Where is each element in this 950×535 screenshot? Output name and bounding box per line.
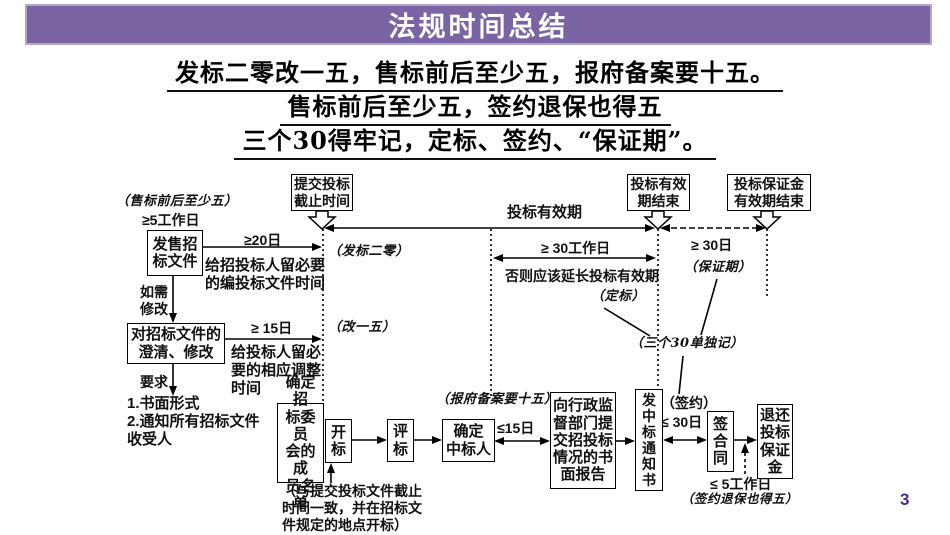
box-issue-docs: 发售招 标文件 <box>147 230 203 276</box>
box-refund-deposit: 退还 投标 保证 金 <box>757 404 793 479</box>
label-require: 要求 <box>140 374 168 390</box>
label-le30-days: ≤ 30日 <box>661 414 703 430</box>
note-open-bid-place: （与提交投标文件截止 时间一致，并在招标文 件规定的地点开标） <box>282 483 422 533</box>
label-ge5-workdays: ≥5工作日 <box>142 212 200 228</box>
mnemonic-summary: 发标二零改一五，售标前后至少五，报府备案要十五。 售标前后至少五，签约退保也得五… <box>0 53 950 160</box>
title-bar: 法规时间总结 <box>25 4 932 45</box>
note-modify-15: （改一五） <box>328 320 396 335</box>
mnemonic-line-1: 发标二零改一五，售标前后至少五，报府备案要十五。 <box>167 53 783 92</box>
label-sign: （签约） <box>661 395 717 411</box>
box-deposit-validity-end: 投标保证金 有效期结束 <box>727 174 811 211</box>
page-title: 法规时间总结 <box>388 12 569 42</box>
box-open-bid: 开 标 <box>325 419 352 463</box>
note-warranty-period: （保证期） <box>684 260 752 275</box>
label-le15-days: ≤15日 <box>497 420 535 436</box>
note-issue-20: （发标二零） <box>328 244 410 259</box>
block-arrows <box>307 210 782 231</box>
label-if-modify: 如需 修改 <box>140 284 168 317</box>
label-require-items: 1.书面形式 2.通知所有招标文件 收受人 <box>127 395 260 448</box>
timeline-arrows <box>324 224 766 262</box>
label-le5-workdays: ≤ 5工作日 <box>710 476 772 492</box>
box-sign-contract: 签 合 同 <box>707 411 734 472</box>
page-number: 3 <box>900 490 910 509</box>
mnemonic-line-3: 三个30得牢记，定标、签约、“保证期”。 <box>234 121 716 160</box>
note-report-15: （报府备案要十五） <box>436 392 558 407</box>
annotation-lines <box>603 278 718 395</box>
dotted-guides <box>322 229 768 402</box>
box-notice-award: 发 中 标 通 知 书 <box>635 389 663 491</box>
box-determine-winner: 确定 中标人 <box>442 419 495 462</box>
label-otherwise-extend: 否则应该延长投标有效期 <box>505 268 659 284</box>
label-leave-time-adjust: 给投标人留必 要的相应调整 时间 <box>231 344 322 397</box>
note-three-30s: （三个30单独记） <box>630 336 744 351</box>
box-committee-list: 确定招 标委员 会的成 员名单 <box>277 374 324 512</box>
label-ge15-days: ≥ 15日 <box>251 320 293 336</box>
label-validity-period: 投标有效期 <box>507 204 583 221</box>
note-decide-bid: （定标） <box>591 289 646 304</box>
box-clarify-modify: 对招标文件的 澄清、修改 <box>127 323 225 364</box>
box-report-admin: 向行政监 督部门提 交招投标 情况的书 面报告 <box>550 392 616 489</box>
label-ge30-days: ≥ 30日 <box>691 237 733 253</box>
label-ge20-days: ≥20日 <box>244 232 282 248</box>
box-submit-deadline: 提交投标 截止时间 <box>291 174 353 211</box>
box-validity-end: 投标有效 期结束 <box>627 174 690 211</box>
note-sign-refund-5: （签约退保也得五） <box>681 491 799 506</box>
label-leave-time-prepare: 给招投标人留必要 的编投标文件时间 <box>205 257 326 292</box>
label-ge30-workdays: ≥ 30工作日 <box>541 240 611 256</box>
mnemonic-line-2: 售标前后至少五，签约退保也得五 <box>279 87 671 126</box>
box-evaluate-bid: 评 标 <box>387 419 414 462</box>
note-presale-5: （售标前后至少五） <box>116 194 238 209</box>
flow-arrows <box>169 243 757 483</box>
